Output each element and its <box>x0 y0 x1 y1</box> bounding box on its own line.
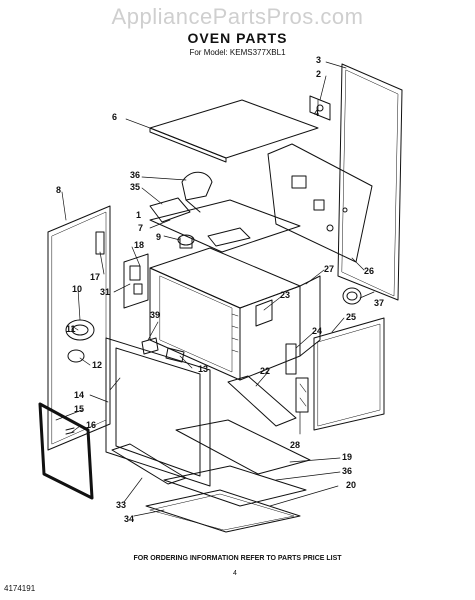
part-hinges <box>285 343 309 413</box>
footer-note: FOR ORDERING INFORMATION REFER TO PARTS … <box>133 555 342 562</box>
callout-37: 37 <box>374 298 385 308</box>
part-right-panel <box>313 317 385 431</box>
callout-4: 4 <box>314 108 320 118</box>
part-door-gasket <box>38 402 94 500</box>
callout-17: 17 <box>90 272 101 282</box>
part-oven-top <box>149 199 301 253</box>
part-bottom-panel <box>175 419 311 475</box>
callout-36a: 36 <box>130 170 141 180</box>
part-sensor <box>177 234 195 249</box>
callout-25: 25 <box>346 312 357 322</box>
callout-1: 1 <box>136 210 142 220</box>
callout-28: 28 <box>290 440 301 450</box>
page-title: OVEN PARTS <box>187 30 288 46</box>
callout-18: 18 <box>134 240 145 250</box>
part-switch-brackets <box>95 231 149 309</box>
part-plate <box>255 299 273 327</box>
callout-31: 31 <box>100 287 111 297</box>
callout-9: 9 <box>156 232 162 242</box>
part-top-panel <box>149 99 319 163</box>
callout-3: 3 <box>316 55 322 65</box>
part-bottom-bracket <box>227 375 297 427</box>
callout-33: 33 <box>116 500 127 510</box>
watermark: AppliancePartsPros.com <box>111 4 364 29</box>
callout-7: 7 <box>138 223 144 233</box>
callout-24: 24 <box>312 326 323 336</box>
callout-2: 2 <box>316 69 322 79</box>
callout-19: 19 <box>342 452 353 462</box>
part-vent-duct <box>149 171 213 223</box>
document-number: 4174191 <box>4 584 36 593</box>
model-label: For Model: KEMS377XBL1 <box>189 48 286 57</box>
part-gasket <box>342 287 362 305</box>
callout-39: 39 <box>150 310 161 320</box>
leader-lines <box>55 61 375 517</box>
part-vent-strip <box>145 489 301 533</box>
callout-12: 12 <box>92 360 103 370</box>
callout-8: 8 <box>56 185 62 195</box>
callout-20: 20 <box>346 480 357 490</box>
callout-34: 34 <box>124 514 135 524</box>
part-lower-panel <box>163 465 307 507</box>
part-bracket <box>309 95 331 121</box>
callout-11: 11 <box>66 324 76 334</box>
page-number: 4 <box>233 570 237 577</box>
callout-22: 22 <box>260 366 271 376</box>
part-front-frame <box>105 337 211 487</box>
callout-14: 14 <box>74 390 85 400</box>
callout-36b: 36 <box>342 466 353 476</box>
callout-26: 26 <box>364 266 375 276</box>
callout-27: 27 <box>324 264 335 274</box>
callout-16: 16 <box>86 420 97 430</box>
callout-35: 35 <box>130 182 141 192</box>
callout-13: 13 <box>198 364 209 374</box>
callout-6: 6 <box>112 112 118 122</box>
part-trim-strip <box>111 443 187 485</box>
callout-10: 10 <box>72 284 83 294</box>
callout-15: 15 <box>74 404 85 414</box>
part-rear-panel <box>337 63 403 301</box>
callout-23: 23 <box>280 290 291 300</box>
part-back-wall <box>267 143 373 263</box>
